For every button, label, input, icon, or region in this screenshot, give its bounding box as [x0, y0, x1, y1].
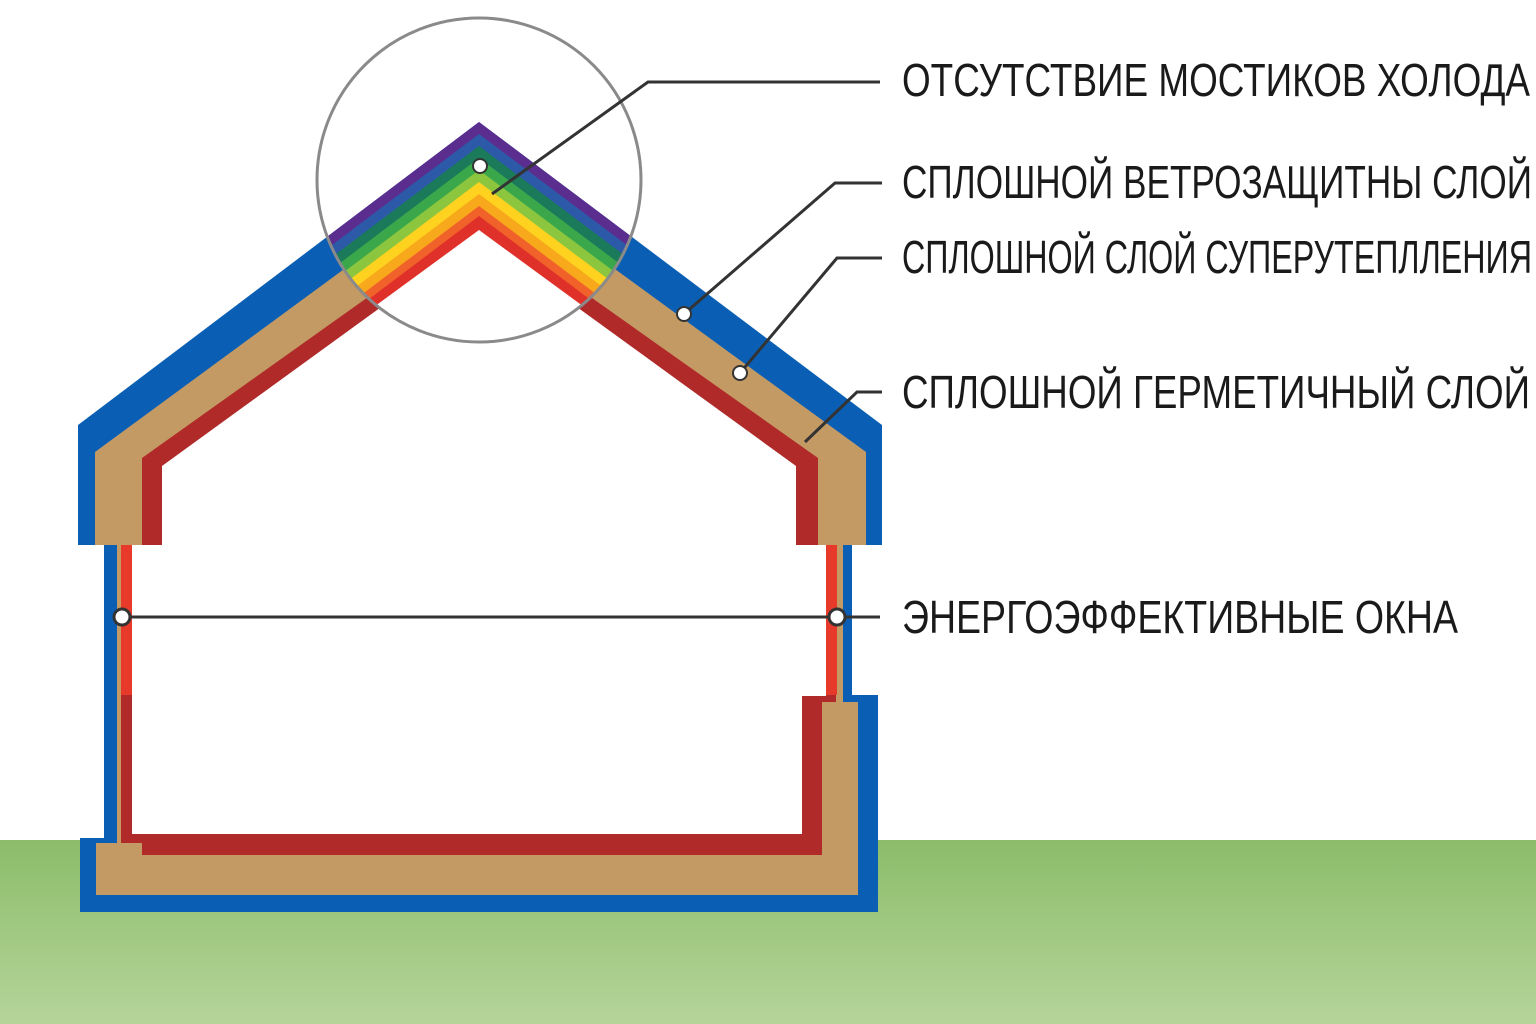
leader-wind-barrier — [683, 181, 882, 316]
marker-super-insulation — [732, 365, 748, 381]
leader-super-insulation — [738, 256, 882, 374]
label-super-insulation: СПЛОШНОЙ СЛОЙ СУПЕРУТЕПЛЛЕНИЯ — [902, 231, 1532, 283]
label-airtight-layer: СПЛОШНОЙ ГЕРМЕТИЧНЫЙ СЛОЙ — [902, 366, 1530, 418]
marker-wind-barrier — [676, 306, 692, 322]
marker-window-left — [112, 607, 132, 627]
magnifier-circle — [315, 16, 643, 344]
marker-window-right — [827, 607, 847, 627]
thermal-rainbow — [317, 122, 641, 342]
label-efficient-windows: ЭНЕРГОЭФФЕКТИВНЫЕ ОКНА — [902, 591, 1458, 643]
leader-airtight-layer — [803, 390, 882, 444]
marker-no-cold-bridges — [472, 158, 488, 174]
label-wind-barrier: СПЛОШНОЙ ВЕТРОЗАЩИТНЫ СЛОЙ — [902, 156, 1532, 208]
room-interior — [132, 545, 826, 834]
attic-interior — [162, 236, 796, 545]
label-no-cold-bridges: ОТСУТСТВИЕ МОСТИКОВ ХОЛОДА — [902, 54, 1530, 106]
leader-no-cold-bridges — [491, 80, 880, 196]
